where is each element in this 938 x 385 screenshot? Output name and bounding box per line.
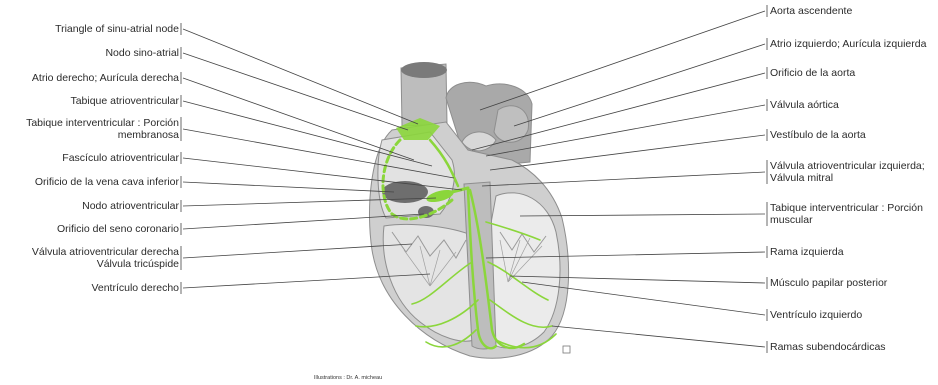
leader-left-2 [183,53,408,130]
label-ventriculo-derecho: Ventrículo derecho [91,282,179,294]
label-fasciculo-atrioventricular: Fascículo atrioventricular [62,152,179,164]
label-rama-izquierda: Rama izquierda [770,246,844,258]
label-orificio-vena-cava-inferior: Orificio de la vena cava inferior [35,176,179,188]
label-ramas-subendocardicas: Ramas subendocárdicas [770,341,886,353]
label-tabique-interventricular-membranosa: Tabique interventricular : Porción membr… [26,117,179,141]
label-atrio-derecho: Atrio derecho; Aurícula derecha [32,72,179,84]
label-nodo-atrioventricular: Nodo atrioventricular [82,200,179,212]
label-nodo-sino-atrial: Nodo sino-atrial [105,47,179,59]
superior-vena-cava-opening [401,62,447,78]
label-orificio-aorta: Orificio de la aorta [770,67,855,79]
label-vestibulo-aorta: Vestíbulo de la aorta [770,129,866,141]
leader-left-1 [183,29,418,124]
label-musculo-papilar-posterior: Músculo papilar posterior [770,277,887,289]
leader-right-1 [480,11,765,110]
label-valvula-tricuspide: Válvula atrioventricular derecha Válvula… [32,246,179,270]
label-valvula-mitral: Válvula atrioventricular izquierda; Válv… [770,160,925,184]
leader-left-3 [183,78,414,160]
leader-right-11 [552,326,765,347]
label-triangle-sinu-atrial-node: Triangle of sinu-atrial node [55,23,179,35]
scale-marker-icon [563,346,570,353]
right-ventricle-chamber [383,224,474,341]
label-tabique-interventricular-muscular: Tabique interventricular : Porción muscu… [770,202,923,226]
label-orificio-seno-coronario: Orificio del seno coronario [57,223,179,235]
leader-left-7 [183,182,394,192]
label-atrio-izquierdo: Atrio izquierdo; Aurícula izquierda [770,38,926,50]
label-ventriculo-izquierdo: Ventrículo izquierdo [770,309,862,321]
illustration-credit: Illustrations : Dr. A. micheau [314,375,382,381]
label-tabique-atrioventricular: Tabique atrioventricular [70,95,179,107]
label-aorta-ascendente: Aorta ascendente [770,5,852,17]
label-valvula-aortica: Válvula aórtica [770,99,839,111]
